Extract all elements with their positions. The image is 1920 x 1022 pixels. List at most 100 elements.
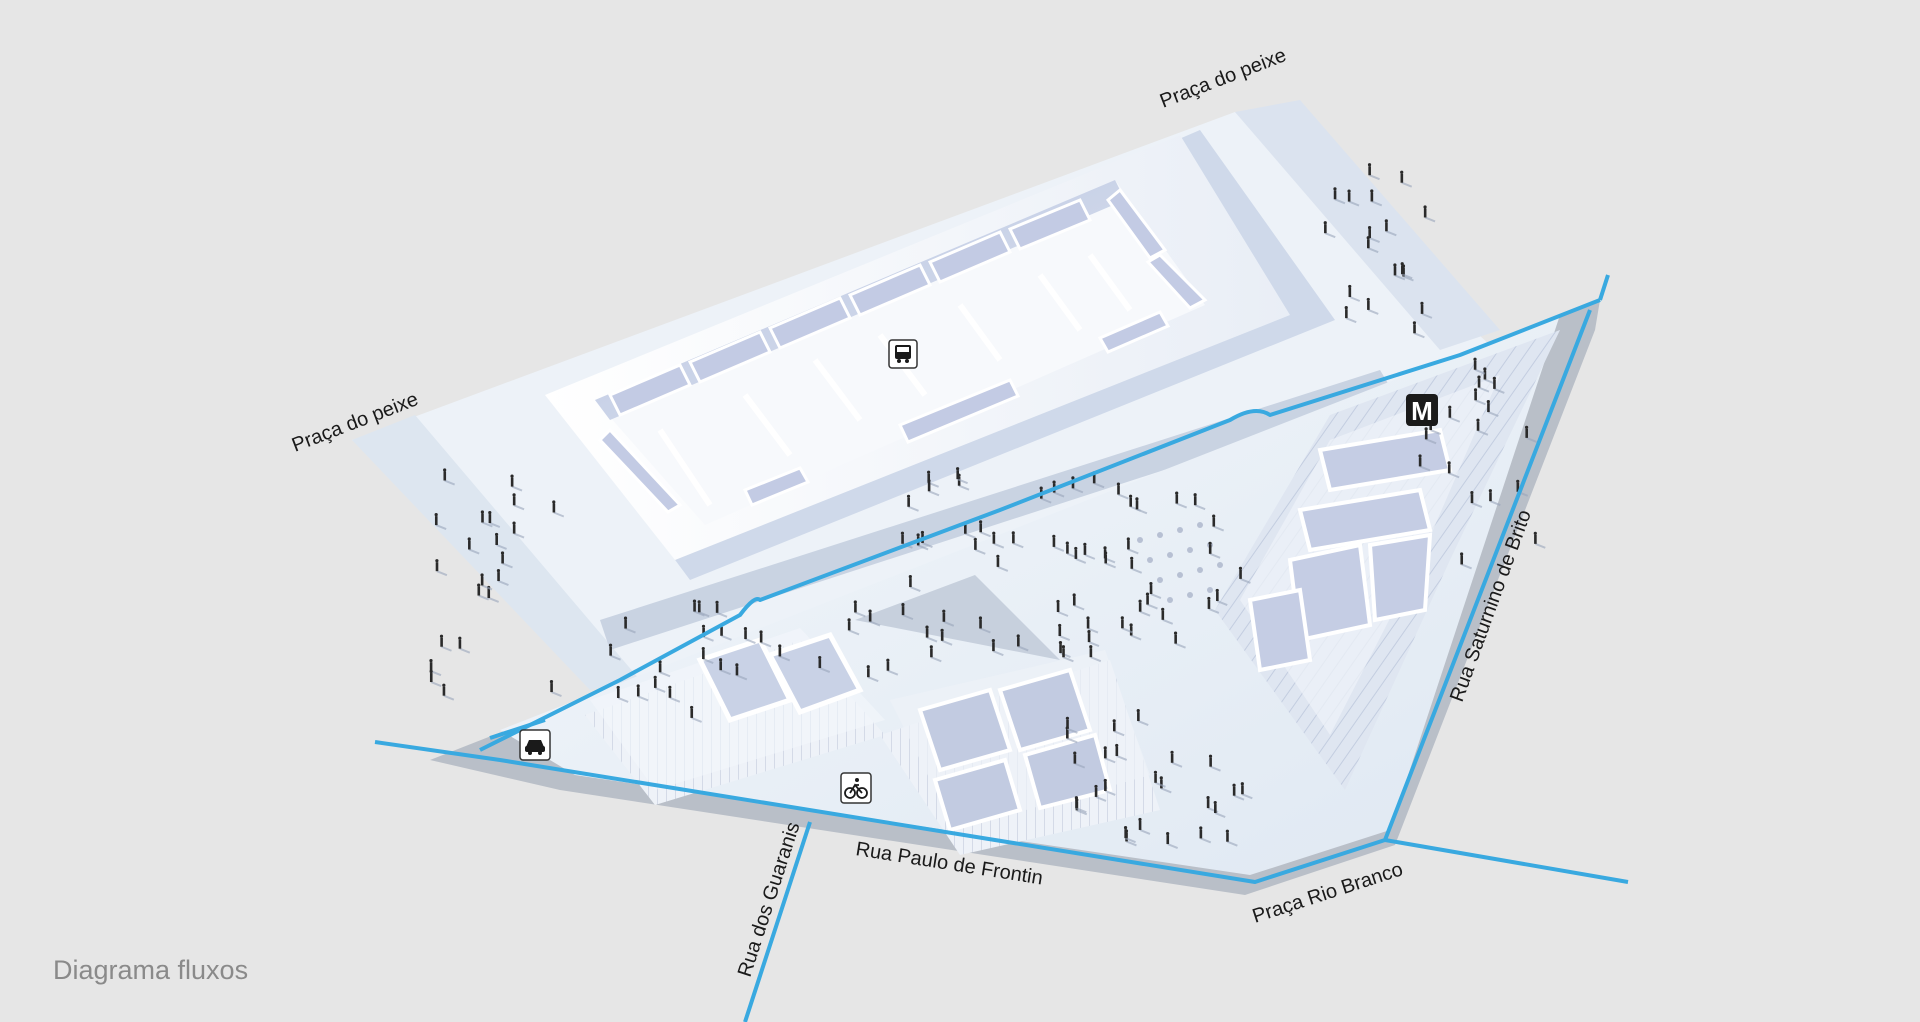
pedestrian-figure bbox=[1130, 556, 1143, 574]
pedestrian-figure bbox=[1400, 262, 1413, 280]
pedestrian-figure bbox=[1086, 616, 1099, 634]
pedestrian-figure bbox=[1138, 817, 1151, 835]
pedestrian-figure bbox=[1138, 599, 1151, 617]
pedestrian-figure bbox=[1470, 491, 1483, 509]
pedestrian-figure bbox=[1016, 634, 1029, 652]
pedestrian-figure bbox=[1488, 489, 1501, 507]
pedestrian-figure bbox=[1473, 357, 1486, 375]
pedestrian-figure bbox=[1052, 534, 1065, 552]
pedestrian-figure bbox=[1418, 454, 1431, 472]
pedestrian-figure bbox=[496, 568, 509, 586]
pedestrian-figure bbox=[1112, 719, 1125, 737]
pedestrian-figure bbox=[1089, 645, 1102, 663]
pedestrian-figure bbox=[1073, 751, 1086, 769]
pedestrian-figure bbox=[1104, 551, 1116, 569]
label-rua-guaranis: Rua dos Guaranis bbox=[734, 819, 805, 979]
pedestrian-figure bbox=[692, 599, 705, 617]
pedestrian-figure bbox=[512, 493, 525, 511]
pedestrian-figure bbox=[1175, 491, 1188, 509]
pedestrian-figure bbox=[636, 684, 649, 702]
bus-icon bbox=[888, 339, 918, 369]
pedestrian-figure bbox=[1476, 418, 1489, 436]
middle-block bbox=[880, 650, 1160, 855]
flow-line-lower bbox=[374, 309, 1592, 884]
pedestrian-figure bbox=[1208, 754, 1221, 772]
pedestrian-figure bbox=[1348, 284, 1361, 302]
flow-line-rio-branco bbox=[1384, 838, 1629, 884]
pedestrian-figure bbox=[1166, 831, 1179, 849]
pedestrian-figure bbox=[847, 618, 860, 636]
pedestrian-figure bbox=[715, 600, 728, 618]
pedestrian-figure bbox=[1074, 796, 1087, 814]
pedestrian-figure bbox=[1420, 301, 1433, 319]
pedestrian-figure bbox=[1477, 375, 1490, 393]
pedestrian-figure bbox=[927, 479, 940, 497]
pedestrian-figure bbox=[908, 574, 921, 592]
pedestrian-figure bbox=[1136, 708, 1149, 726]
pedestrian-figure bbox=[549, 679, 562, 698]
pedestrian-figure bbox=[1083, 542, 1096, 560]
pedestrian-figure bbox=[1212, 514, 1225, 532]
left-block bbox=[585, 628, 885, 805]
pedestrian-figure bbox=[1232, 783, 1245, 801]
pedestrian-figure bbox=[1120, 616, 1133, 634]
pedestrian-figure bbox=[1412, 321, 1425, 339]
pedestrian-figure bbox=[1065, 716, 1078, 734]
pedestrian-figure bbox=[759, 630, 772, 648]
pedestrian-figure bbox=[1370, 189, 1383, 207]
pedestrian-figure bbox=[480, 573, 493, 591]
pedestrian-figure bbox=[1460, 552, 1472, 570]
pedestrian-figure bbox=[616, 685, 629, 703]
market-partitions bbox=[657, 253, 1133, 507]
pedestrian-figure bbox=[467, 537, 480, 555]
pedestrian-figure bbox=[1094, 784, 1107, 802]
pedestrian-figure bbox=[1207, 596, 1220, 614]
top-plaza-strip bbox=[1235, 100, 1500, 350]
pedestrian-figure bbox=[940, 628, 953, 646]
pedestrian-figure bbox=[439, 634, 452, 652]
pedestrian-figure bbox=[477, 583, 490, 601]
pedestrian-figure bbox=[1384, 219, 1397, 237]
pedestrian-figure bbox=[480, 510, 493, 528]
pedestrian-figure bbox=[1208, 541, 1221, 559]
pedestrian-figure bbox=[690, 705, 702, 723]
pedestrians bbox=[429, 163, 1546, 849]
flow-line-guaranis bbox=[743, 821, 812, 1022]
pedestrian-figure bbox=[1524, 425, 1537, 443]
pedestrian-figure bbox=[1347, 189, 1360, 207]
pedestrian-figure bbox=[979, 520, 991, 538]
pedestrian-figure bbox=[488, 510, 501, 528]
pedestrian-figure bbox=[886, 658, 899, 676]
pedestrian-figure bbox=[991, 639, 1004, 657]
pedestrian-figure bbox=[1213, 800, 1226, 818]
pedestrian-figure bbox=[1153, 770, 1166, 788]
pedestrian-figure bbox=[1424, 427, 1437, 445]
pedestrian-figure bbox=[1215, 588, 1228, 606]
pedestrian-figure bbox=[1238, 566, 1251, 584]
pedestrian-figure bbox=[1126, 537, 1139, 555]
pedestrian-figure bbox=[1400, 170, 1413, 188]
pedestrian-figure bbox=[1366, 297, 1379, 315]
pedestrian-figure bbox=[701, 646, 714, 664]
bicycle-icon bbox=[840, 772, 872, 804]
pedestrian-figure bbox=[853, 600, 866, 618]
pedestrian-figure bbox=[1159, 776, 1172, 794]
pedestrian-figure bbox=[512, 521, 525, 539]
pedestrian-figure bbox=[743, 626, 756, 645]
pedestrian-figure bbox=[1344, 306, 1357, 324]
flow-line-central bbox=[479, 298, 1601, 752]
pedestrian-figure bbox=[735, 663, 748, 681]
pedestrian-figure bbox=[925, 625, 938, 643]
pedestrian-figure bbox=[1103, 746, 1116, 764]
pedestrian-figure bbox=[701, 624, 714, 642]
pedestrian-figure bbox=[1367, 163, 1380, 181]
pedestrian-figure bbox=[1123, 826, 1136, 844]
pedestrian-figure bbox=[510, 474, 523, 492]
flow-lines bbox=[374, 274, 1629, 1022]
pedestrian-figure bbox=[552, 500, 565, 518]
pedestrian-figure bbox=[1173, 631, 1186, 649]
pedestrian-figure bbox=[1056, 599, 1069, 617]
pedestrian-figure bbox=[653, 675, 666, 693]
metro-icon: M bbox=[1406, 394, 1438, 426]
pedestrian-figure bbox=[435, 559, 448, 577]
